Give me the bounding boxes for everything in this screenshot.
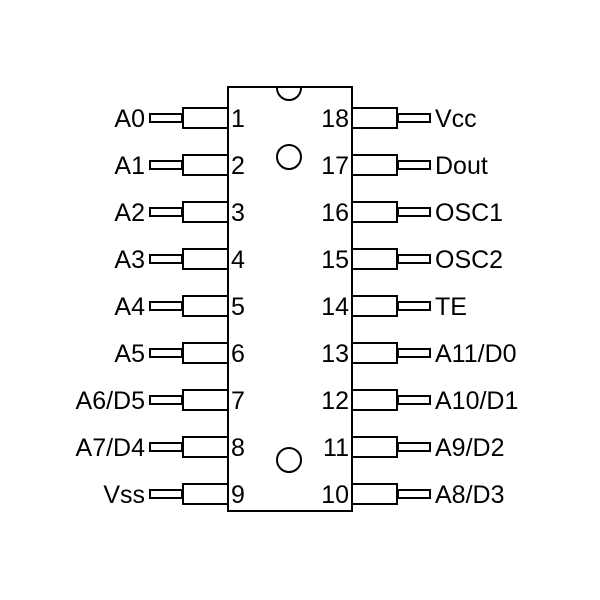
pin-4-number: 4 <box>231 246 245 274</box>
pin-11-number: 11 <box>323 434 349 462</box>
pin-13-body <box>351 342 398 364</box>
orientation-dot-top <box>276 144 302 170</box>
pin-18-body <box>351 107 398 129</box>
pin-9-number: 9 <box>231 481 245 509</box>
pin-16-body <box>351 201 398 223</box>
pin-4-body <box>182 248 229 270</box>
pin-10-body <box>351 483 398 505</box>
pin-12-lead <box>397 395 431 405</box>
pin-13-label: A11/D0 <box>435 340 517 368</box>
pin-1-label: A0 <box>114 105 145 133</box>
pin-12-label: A10/D1 <box>435 387 518 415</box>
pin-5-body <box>182 295 229 317</box>
pin-14-label: TE <box>435 293 467 321</box>
pin-17-label: Dout <box>435 152 488 180</box>
pin-14-body <box>351 295 398 317</box>
pin-11-label: A9/D2 <box>435 434 504 462</box>
pin-1-lead <box>149 113 183 123</box>
pin-5-lead <box>149 301 183 311</box>
pin-3-body <box>182 201 229 223</box>
pin-7-body <box>182 389 229 411</box>
pin-11-lead <box>397 442 431 452</box>
pin-10-number: 10 <box>321 481 349 509</box>
pin-2-number: 2 <box>231 152 245 180</box>
pin-18-number: 18 <box>321 105 349 133</box>
pin-6-lead <box>149 348 183 358</box>
pin-8-lead <box>149 442 183 452</box>
pin-9-body <box>182 483 229 505</box>
pin-8-label: A7/D4 <box>76 434 146 462</box>
pin-15-body <box>351 248 398 270</box>
pin-13-lead <box>397 348 431 358</box>
right-pin-group: 18 Vcc 17 Dout 16 OSC1 15 OSC2 14 TE 13 A11/D0 12 A10… <box>321 105 518 509</box>
pin-2-lead <box>149 160 183 170</box>
pin-12-number: 12 <box>321 387 349 415</box>
pin-10-label: A8/D3 <box>435 481 504 509</box>
pin-17-body <box>351 154 398 176</box>
pin-5-number: 5 <box>231 293 245 321</box>
pin-16-label: OSC1 <box>435 199 503 227</box>
pin-1-number: 1 <box>231 105 245 133</box>
pin-15-number: 15 <box>321 246 349 274</box>
pin-6-body <box>182 342 229 364</box>
pin-7-number: 7 <box>231 387 245 415</box>
pin-14-lead <box>397 301 431 311</box>
pin-16-lead <box>397 207 431 217</box>
pin-3-number: 3 <box>231 199 245 227</box>
pin-2-label: A1 <box>114 152 145 180</box>
pin-7-label: A6/D5 <box>76 387 145 415</box>
pin-16-number: 16 <box>321 199 349 227</box>
pin-4-label: A3 <box>114 246 145 274</box>
pin1-notch <box>276 87 302 101</box>
pin-3-label: A2 <box>114 199 145 227</box>
pin-17-number: 17 <box>321 152 349 180</box>
pin-14-number: 14 <box>321 293 349 321</box>
pin-3-lead <box>149 207 183 217</box>
pin-6-number: 6 <box>231 340 245 368</box>
pin-15-lead <box>397 254 431 264</box>
pin-6-label: A5 <box>114 340 145 368</box>
pin-17-lead <box>397 160 431 170</box>
pin-18-lead <box>397 113 431 123</box>
pin-5-label: A4 <box>114 293 145 321</box>
pin-4-lead <box>149 254 183 264</box>
pin-13-number: 13 <box>321 340 349 368</box>
pin-8-number: 8 <box>231 434 245 462</box>
pin-9-label: Vss <box>103 481 145 509</box>
pin-11-body <box>351 436 398 458</box>
pin-2-body <box>182 154 229 176</box>
pin-9-lead <box>149 489 183 499</box>
pin-7-lead <box>149 395 183 405</box>
pin-12-body <box>351 389 398 411</box>
pin-18-label: Vcc <box>435 105 477 133</box>
left-pin-group: 1 A0 2 A1 3 A2 4 A3 5 A4 6 A5 7 A6/D5 8 A7/D4 9 Vss <box>76 105 245 509</box>
orientation-dot-bottom <box>276 447 302 473</box>
pin-10-lead <box>397 489 431 499</box>
pin-1-body <box>182 107 229 129</box>
pin-15-label: OSC2 <box>435 246 503 274</box>
pin-8-body <box>182 436 229 458</box>
